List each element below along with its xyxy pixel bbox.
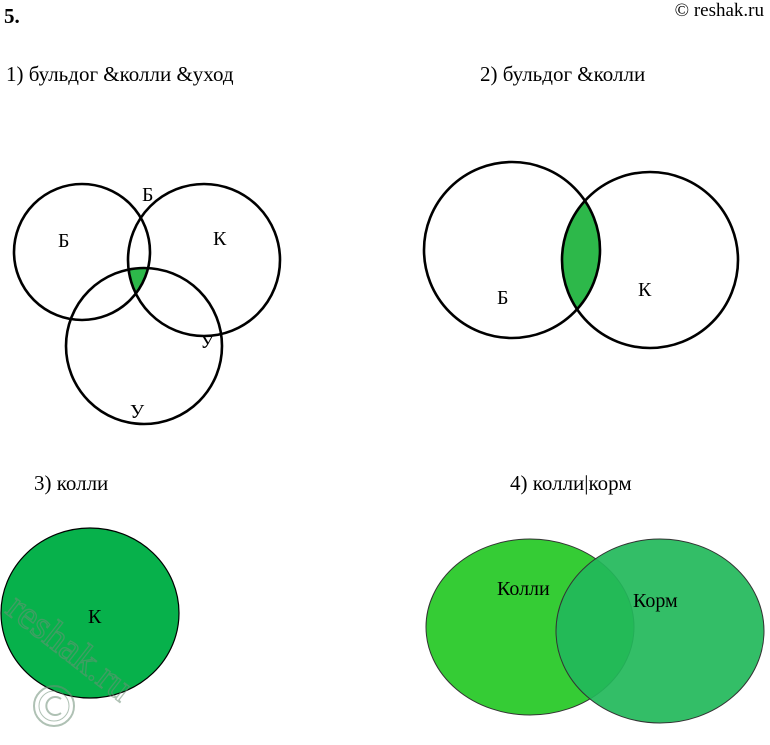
venn-1-label-k: К xyxy=(213,228,227,250)
venn-1-label-b: Б xyxy=(58,230,69,252)
venn-1-label-u-right: У xyxy=(200,331,215,353)
caption-diagram-2: 2) бульдог &колли xyxy=(480,62,646,86)
venn-2-label-b: Б xyxy=(497,287,508,309)
watermark-copyright: © reshak.ru xyxy=(674,0,764,21)
venn-1-circle-collie xyxy=(126,182,282,338)
venn-1: Б Б К У У xyxy=(12,182,282,426)
venn-4-label-food: Корм xyxy=(633,590,678,612)
caption-diagram-1: 1) бульдог &колли &уход xyxy=(6,62,234,86)
venn-1-label-u: У xyxy=(130,401,145,423)
venn-3-label-k: К xyxy=(88,606,102,628)
venn-4-ellipse-food xyxy=(555,538,765,724)
caption-diagram-4: 4) колли|корм xyxy=(510,471,632,495)
venn-2-circle-bulldog xyxy=(422,160,602,340)
venn-2-label-k: К xyxy=(638,279,652,301)
venn-2: Б К xyxy=(422,160,740,350)
venn-1-circle-care xyxy=(64,266,224,426)
task-number: 5. xyxy=(4,4,20,28)
venn-1-circle-bulldog xyxy=(12,182,152,322)
venn-4-label-collie: Колли xyxy=(497,578,550,600)
venn-3-circle-collie xyxy=(0,527,180,699)
caption-diagram-3: 3) колли xyxy=(34,471,109,495)
venn-1-label-b-top: Б xyxy=(142,184,153,206)
watermark-copyright-icon xyxy=(33,685,75,727)
venn-3: К xyxy=(0,527,180,699)
venn-4: Колли Корм xyxy=(425,538,765,724)
venn-2-circle-collie xyxy=(560,170,740,350)
